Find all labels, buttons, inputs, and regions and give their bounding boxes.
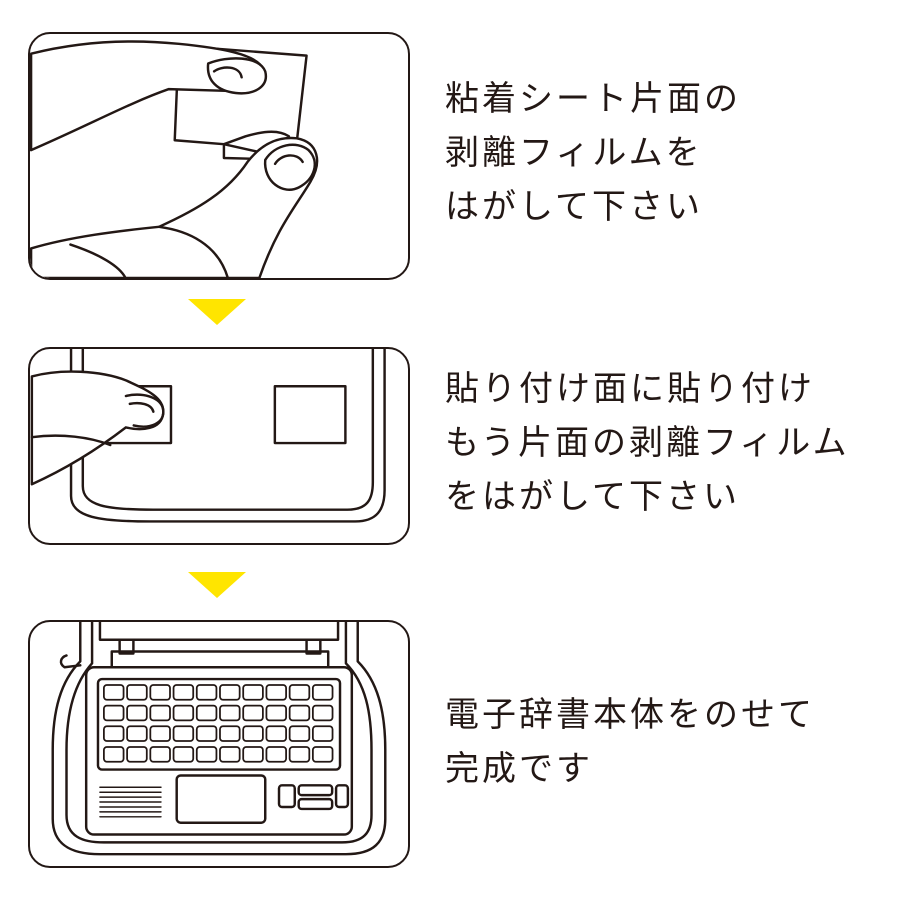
keyboard-key [219,684,241,701]
keyboard-area [96,677,342,771]
keyboard-key [149,684,171,701]
right-finger [264,143,316,191]
step-2-caption: 貼り付け面に貼り付け もう片面の剥離フィルム をはがして下さい [445,362,895,524]
keyboard-key [195,684,218,701]
keyboard-key [126,725,148,742]
keyboard-key [265,704,287,722]
keyboard-key [288,746,311,763]
keyboard-key [195,725,218,742]
case-outer [69,349,386,523]
step-1-illustration [28,32,410,280]
step-3-caption: 電子辞書本体をのせて 完成です [445,688,895,796]
keyboard-key [126,684,148,701]
step-3-illustration [28,620,410,868]
keyboard-key [149,704,171,722]
right-hand [30,136,319,278]
keyboard-key [265,746,287,763]
caption-line: はがして下さい [445,187,703,227]
keyboard-key [242,684,264,701]
screen-edge [98,622,340,641]
keyboard-key [172,725,195,742]
step-2-illustration [28,347,410,545]
keyboard-key [311,684,334,701]
caption-line: 貼り付け面に貼り付け [445,369,815,409]
keyboard-key [219,725,241,742]
keyboard-key [172,684,195,701]
keyboard-key [149,746,171,763]
keyboard-key [195,704,218,722]
down-triangle-icon [188,299,246,325]
caption-line: をはがして下さい [445,477,740,517]
keyboard-key [103,684,125,701]
case-inner [81,349,375,511]
attach-sheet-drawing [30,349,386,523]
keyboard-key [265,684,287,701]
zipper-pull [59,654,82,669]
caption-line: 電子辞書本体をのせて [445,695,815,735]
down-triangle-icon [188,572,246,598]
keyboard-key [126,746,148,763]
keyboard-key [219,746,241,763]
sticky-square-right [273,385,347,445]
keyboard-key [195,746,218,763]
peel-film-drawing [30,40,319,278]
pressing-hand [30,370,165,486]
caption-line: 粘着シート片面の [445,79,741,119]
caption-line: 完成です [445,749,593,789]
keyboard-key [242,725,264,742]
keyboard-key [103,704,125,722]
keyboard-key [311,746,334,763]
speaker-grille [99,786,162,818]
keyboard-key [288,684,311,701]
keyboard-key [311,725,334,742]
step-1-caption: 粘着シート片面の 剥離フィルムを はがして下さい [445,72,895,234]
keyboard-key [288,704,311,722]
keyboard-key [103,746,125,763]
keyboard-key [219,704,241,722]
keyboard-key [149,725,171,742]
keyboard-key [103,725,125,742]
keyboard-key [126,704,148,722]
keyboard-key [242,746,264,763]
keyboard-key [311,704,334,722]
case-outline [51,622,387,856]
caption-line: もう片面の剥離フィルム [445,423,850,463]
keyboard-key [172,746,195,763]
keyboard-key [265,725,287,742]
touchpad [175,774,267,824]
keyboard-key [172,704,195,722]
keyboard-key [242,704,264,722]
keyboard-key [288,725,311,742]
caption-line: 剥離フィルムを [445,133,703,173]
dictionary-drawing [51,622,387,856]
